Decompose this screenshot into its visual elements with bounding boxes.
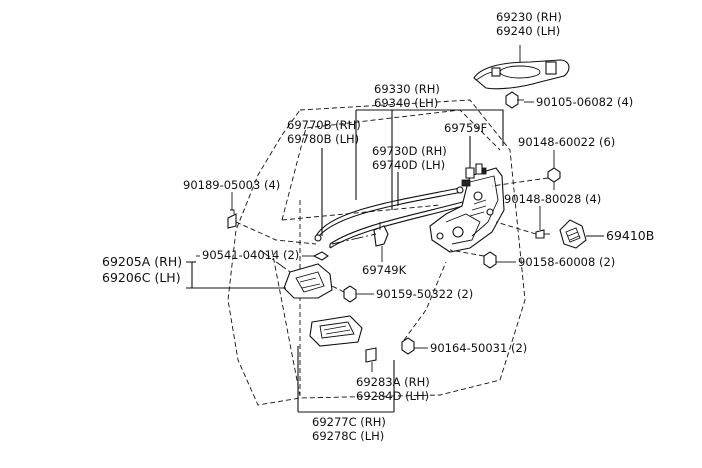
bolt-90105 [505,91,524,109]
label-69740d: 69740D (LH) [372,158,445,172]
label-90105: 90105-06082 (4) [536,95,633,109]
label-90158: 90158-60008 (2) [518,255,615,269]
handle-bezel-69277c [309,315,363,347]
striker-69410b [559,219,587,249]
label-69749k: 69749K [362,263,407,277]
label-69340: 69340 (LH) [374,96,438,110]
label-69770b: 69770B (RH) [287,118,361,132]
clamp-69749k [373,222,389,247]
label-69730d: 69730D (RH) [372,144,447,158]
label-69759f: 69759F [444,121,487,135]
bolt-90164 [401,337,415,355]
bolt-90159 [343,285,362,303]
label-69410b: 69410B [606,228,654,243]
label-69240: 69240 (LH) [496,24,560,38]
label-69330: 69330 (RH) [374,82,440,96]
label-90189: 90189-05003 (4) [183,178,280,192]
clip-90189 [227,209,237,229]
outside-door-handle [473,59,570,90]
label-69780b: 69780B (LH) [287,132,359,146]
label-69277c: 69277C (RH) [312,415,386,429]
clip-69283a [365,347,377,363]
bolt-90158 [483,251,504,269]
label-69206c: 69206C (LH) [102,270,181,285]
lock-rod-69770b [314,186,464,242]
label-69283a: 69283A (RH) [356,375,430,389]
inside-handle-69205a [283,263,333,299]
screw-90148-60022 [547,167,561,190]
label-90541: 90541-04014 (2) [202,248,299,262]
label-69278c: 69278C (LH) [312,429,384,443]
screw-90148-80028 [535,229,550,239]
door-lock-assembly [429,167,505,253]
label-90159: 90159-50322 (2) [376,287,473,301]
label-90164: 90164-50031 (2) [430,341,527,355]
clip-69759f [465,163,483,179]
label-69205a: 69205A (RH) [102,254,182,269]
label-69284d: 69284D (LH) [356,389,429,403]
screw-90541 [312,251,329,261]
label-90148-80028: 90148-80028 (4) [504,192,601,206]
label-69230: 69230 (RH) [496,10,562,24]
label-90148-60022: 90148-60022 (6) [518,135,615,149]
